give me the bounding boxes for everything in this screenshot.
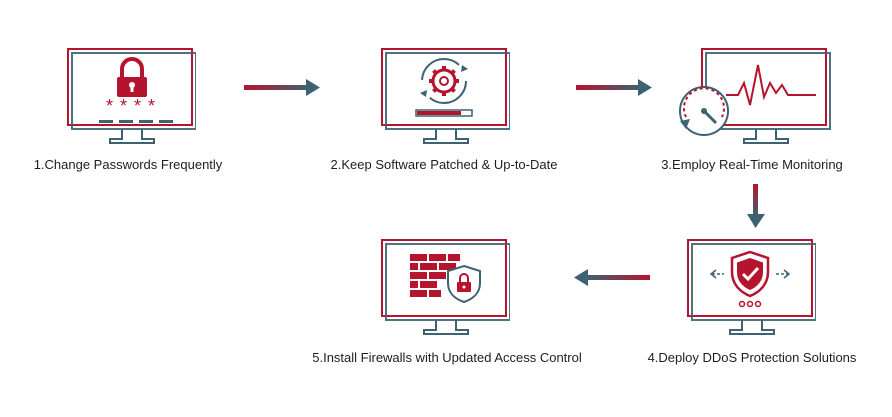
step-3-label: 3.Employ Real-Time Monitoring xyxy=(661,157,843,172)
monitor-screen-shadow xyxy=(385,243,510,321)
monitor-stand xyxy=(423,129,469,144)
shield-check-icon xyxy=(730,250,770,298)
monitor-stand xyxy=(743,129,789,144)
step-2-label: 2.Keep Software Patched & Up-to-Date xyxy=(330,157,558,172)
step-5-monitor xyxy=(381,239,510,335)
progress-bar xyxy=(415,109,473,117)
step-3-monitor xyxy=(679,48,831,144)
arrow-step-4-to-5 xyxy=(574,269,650,286)
monitor-screen xyxy=(67,48,193,126)
arrow-step-2-to-3 xyxy=(576,79,652,96)
step-1-label: 1.Change Passwords Frequently xyxy=(33,157,223,172)
arrow-step-1-to-2 xyxy=(244,79,320,96)
monitor-screen-shadow xyxy=(385,52,510,130)
monitor-screen xyxy=(687,239,813,317)
firewall-lock-icon xyxy=(410,254,481,304)
step-4-label: 4.Deploy DDoS Protection Solutions xyxy=(647,350,857,365)
step-1-monitor xyxy=(67,48,196,144)
traffic-arrows-icon xyxy=(709,269,791,279)
gear-refresh-icon xyxy=(420,58,468,104)
monitor-stand xyxy=(423,320,469,335)
step-5-label: 5.Install Firewalls with Updated Access … xyxy=(312,350,582,365)
monitor-screen-shadow xyxy=(71,52,196,130)
monitor-screen xyxy=(381,239,507,317)
monitor-stand xyxy=(109,129,155,144)
monitoring-gauge-icon xyxy=(679,86,729,136)
password-underlines xyxy=(99,120,173,123)
monitor-screen-shadow xyxy=(691,243,816,321)
server-dots-icon xyxy=(738,300,762,308)
pulse-line xyxy=(726,64,816,106)
arrow-step-3-to-4 xyxy=(747,184,765,228)
monitor-stand xyxy=(729,320,775,335)
step-4-monitor xyxy=(687,239,816,335)
password-mask: * * * * xyxy=(105,96,157,116)
monitor-screen xyxy=(381,48,507,126)
step-2-monitor xyxy=(381,48,510,144)
lock-password-icon xyxy=(117,57,147,97)
